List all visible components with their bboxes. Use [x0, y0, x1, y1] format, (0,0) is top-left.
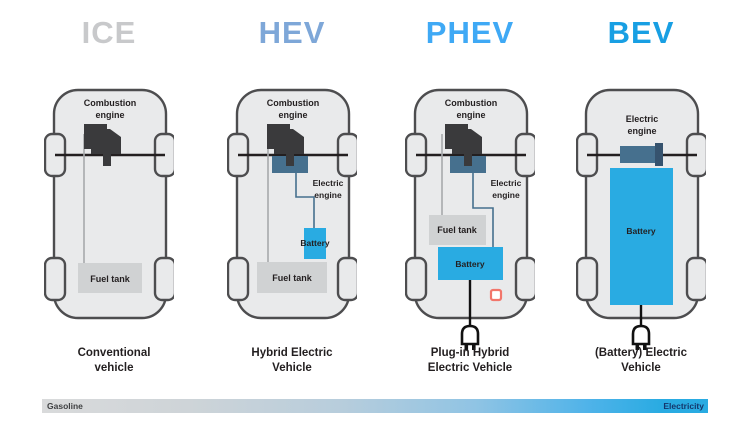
wheel-rear-left — [227, 256, 250, 302]
battery-label: Battery — [455, 259, 485, 269]
combustion-engine-icon — [445, 124, 482, 166]
combustion-engine-label-line2: engine — [278, 110, 307, 120]
wheel-rear-right — [685, 256, 706, 302]
electric-engine-label-line1: Electric — [491, 178, 522, 188]
wheel-rear-left — [576, 256, 599, 302]
combustion-engine-label-line1: Combustion — [84, 98, 137, 108]
electric-engine — [620, 146, 656, 163]
battery — [304, 228, 326, 259]
electric-engine-label-line2: engine — [627, 126, 656, 136]
electric-engine-label-line1: Electric — [626, 114, 659, 124]
combustion-engine-label-line2: engine — [456, 110, 485, 120]
electric-engine-label-line2: engine — [314, 190, 342, 200]
electric-engine-label-line1: Electric — [313, 178, 344, 188]
plug-icon — [631, 324, 651, 350]
plug-dome — [631, 324, 651, 346]
title-hev: HEV — [258, 15, 326, 50]
title-ice: ICE — [81, 15, 137, 50]
bev-car-diagram: Battery Electric engine — [576, 88, 706, 350]
fuel-tank — [257, 262, 327, 293]
electric-engine-cap — [655, 143, 663, 166]
fuel-tank-label: Fuel tank — [90, 274, 131, 284]
phev-car-diagram: Fuel tank Combustion engine Electric eng… — [405, 88, 535, 350]
title-bev: BEV — [607, 15, 675, 50]
wheel-rear-right — [153, 256, 174, 302]
fuel-spectrum-bar: Gasoline Electricity — [42, 399, 708, 413]
caption-bev: (Battery) Electric Vehicle — [594, 347, 688, 374]
plug-prong-right — [643, 344, 647, 350]
fuel-tank — [78, 263, 142, 293]
plug-dome — [460, 324, 480, 346]
combustion-engine-icon — [84, 124, 121, 166]
combustion-engine-icon — [267, 124, 304, 166]
battery — [610, 168, 673, 305]
title-phev: PHEV — [425, 15, 515, 50]
combustion-engine-label-line2: engine — [95, 110, 124, 120]
charge-port-marker — [489, 288, 503, 302]
electricity-label: Electricity — [663, 401, 704, 411]
plug-icon — [460, 324, 480, 350]
battery-label: Battery — [626, 226, 656, 236]
plug-prong-left — [464, 344, 469, 350]
fuel-tank-label: Fuel tank — [272, 273, 313, 283]
gasoline-label: Gasoline — [47, 401, 83, 411]
wheel-rear-right — [336, 256, 357, 302]
caption-phev: Plug-in Hybrid Electric Vehicle — [427, 347, 513, 374]
wheel-rear-right — [514, 256, 535, 302]
plug-prong-right — [472, 344, 476, 350]
hev-car-diagram: Fuel tank Combustion engine Electric eng… — [227, 88, 357, 320]
electric-engine-label-line2: engine — [492, 190, 520, 200]
electric-line — [295, 173, 315, 229]
caption-ice: Conventional vehicle — [77, 347, 151, 374]
battery — [438, 247, 503, 280]
ice-car-diagram: Fuel tank Combustion engine — [44, 88, 174, 320]
wheel-rear-left — [44, 256, 67, 302]
caption-hev: Hybrid Electric Vehicle — [251, 347, 333, 374]
car-body — [235, 88, 351, 320]
fuel-tank — [429, 215, 486, 245]
plug-prong-left — [635, 344, 640, 350]
fuel-tank-label: Fuel tank — [437, 225, 478, 235]
combustion-engine-label-line1: Combustion — [267, 98, 320, 108]
battery-label: Battery — [300, 238, 330, 248]
combustion-engine-label-line1: Combustion — [445, 98, 498, 108]
electric-line — [472, 173, 494, 248]
wheel-rear-left — [405, 256, 428, 302]
car-body — [52, 88, 168, 320]
